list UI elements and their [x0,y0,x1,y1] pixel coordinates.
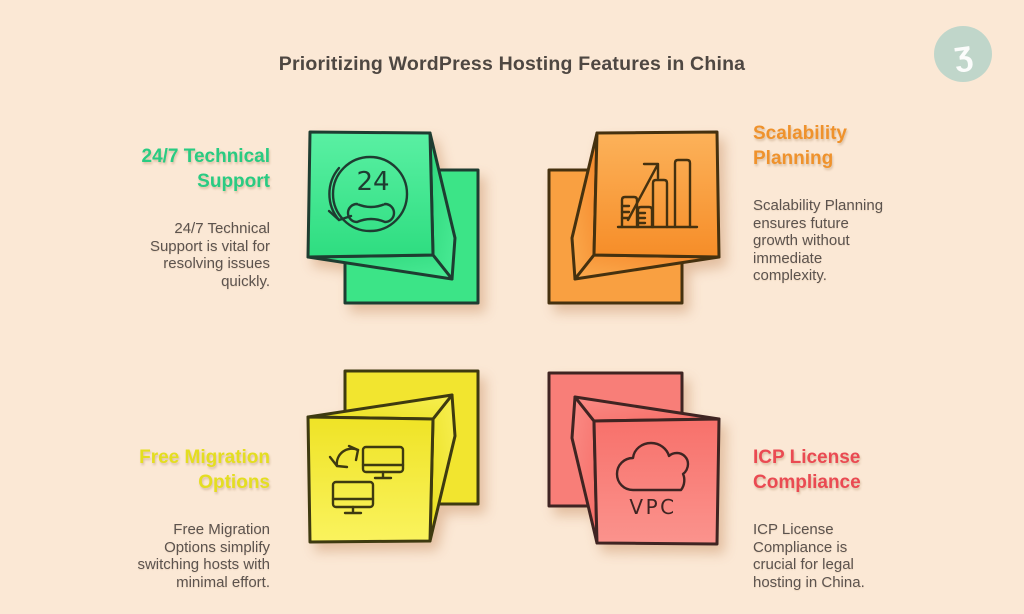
scalability-cube-illustration [547,130,721,305]
feature-free-migration: Free Migration Options Free Migration Op… [98,427,270,609]
growth-chart-icon [616,158,699,229]
vpc-cloud-icon: VPC [615,441,690,519]
migration-cube-illustration [306,369,480,544]
brand-logo: ʒ [934,26,992,82]
feature-heading: 24/7 Technical Support [141,146,271,192]
feature-body: 24/7 Technical Support is vital for reso… [149,220,270,290]
feature-body: Scalability Planning ensures future grow… [753,197,884,285]
feature-body: ICP License Compliance is crucial for le… [753,521,865,591]
cube-shape [547,130,721,305]
page-title: Prioritizing WordPress Hosting Features … [278,53,746,75]
feature-technical-support: 24/7 Technical Support 24/7 Technical Su… [98,126,271,308]
cube-shape [306,369,480,544]
cube-shape [306,130,480,305]
feature-icp-compliance: ICP License Compliance ICP License Compl… [753,427,905,609]
feature-heading: Scalability Planning [753,123,847,169]
support-cube-illustration: 24 [306,130,480,305]
24h-support-icon: 24 [327,155,409,233]
icp-cube-illustration: VPC [547,371,721,546]
support-badge-text: 24 [356,167,389,197]
cube-shape [547,371,721,546]
feature-body: Free Migration Options simplify switchin… [137,521,270,591]
feature-heading: Free Migration Options [139,447,270,493]
feature-scalability-planning: Scalability Planning Scalability Plannin… [753,103,905,303]
feature-heading: ICP License Compliance [753,447,861,493]
vpc-label-text: VPC [629,495,676,519]
host-migration-icon [328,444,405,515]
brand-logo-glyph: ʒ [951,33,975,75]
